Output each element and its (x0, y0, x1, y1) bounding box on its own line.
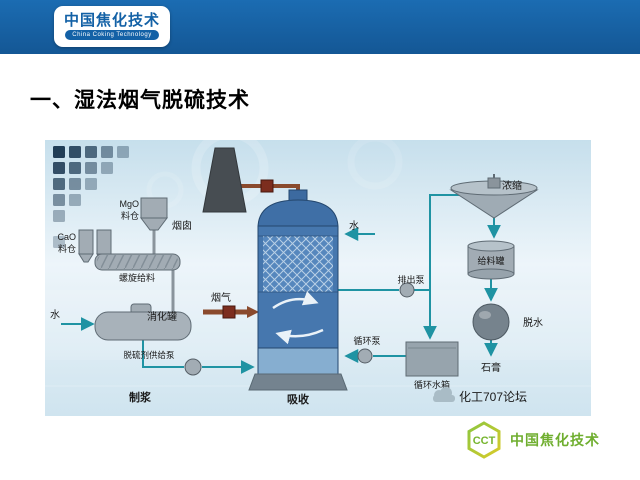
cct-badge-text: CCT (473, 435, 496, 447)
label-cao: CaO (57, 232, 76, 242)
cloud-icon (433, 387, 455, 402)
gas-swirl-arrow (272, 291, 319, 310)
watermark-text: 化工707论坛 (459, 390, 527, 404)
footer-brand-text: 中国焦化技术 (510, 432, 600, 448)
label-mgo: MgO (119, 199, 139, 209)
label-screw-feeder: 螺旋给料 (119, 272, 155, 283)
footer-brand: CCT 中国焦化技术 (464, 420, 600, 460)
cct-hexagon-icon: CCT (467, 421, 501, 459)
label-absorption-section: 吸收 (287, 392, 309, 406)
label-feed-tank: 给料罐 (477, 255, 504, 266)
process-diagram: 烟囱 MgO 料仓 CaO 料仓 螺旋给料 水 消化罐 脱硫剂供给泵 制浆 烟气… (45, 140, 591, 416)
absorber-tower (248, 189, 348, 391)
logo-chinese-text: 中国焦化技术 (63, 11, 160, 29)
discharge-pump (399, 282, 415, 298)
company-logo: 中国焦化技术 China Coking Technology (54, 6, 170, 47)
label-cao-silo: 料仓 (58, 243, 76, 254)
label-water-right: 水 (349, 220, 359, 232)
screw-feeder (94, 253, 181, 271)
flue-valve-inlet (222, 305, 236, 319)
digestion-tank (94, 303, 192, 341)
chimney (202, 147, 247, 213)
label-digestion-tank: 消化罐 (147, 310, 177, 323)
feed-stems (152, 230, 175, 312)
feed-tank (467, 240, 515, 280)
flue-gas-pipes (203, 179, 300, 319)
label-mgo-silo: 料仓 (121, 210, 139, 221)
label-chimney: 烟囱 (172, 219, 192, 232)
label-discharge-pump: 排出泵 (397, 274, 424, 285)
flue-valve-top (260, 179, 274, 193)
slide-title: 一、湿法烟气脱硫技术 (30, 89, 250, 112)
tower-base (248, 373, 348, 391)
header-bar: 中国焦化技术 China Coking Technology (0, 0, 640, 54)
label-flue-gas: 烟气 (211, 291, 231, 304)
gas-swirl-arrow (275, 328, 324, 345)
label-supply-pump: 脱硫剂供给泵 (123, 350, 175, 360)
label-dewatering: 脱水 (523, 316, 543, 329)
tower-sump (257, 347, 339, 375)
label-circulation-pump: 循环泵 (353, 335, 380, 346)
label-thickener: 浓缩 (502, 179, 522, 192)
mgo-silo (140, 197, 168, 231)
diagram-canvas: 烟囱 MgO 料仓 CaO 料仓 螺旋给料 水 消化罐 脱硫剂供给泵 制浆 烟气… (45, 140, 591, 416)
thickener (449, 174, 539, 219)
label-water-left: 水 (50, 309, 60, 321)
label-slurry-section: 制浆 (129, 390, 152, 404)
watermark: 化工707论坛 (433, 387, 527, 404)
circulation-water-tank (405, 341, 459, 377)
logo-english-text: China Coking Technology (65, 29, 159, 41)
supply-pump (184, 358, 202, 376)
label-circulation-tank: 循环水箱 (414, 379, 450, 390)
dewatering-unit (472, 303, 510, 341)
circulation-pump (357, 348, 373, 364)
label-gypsum: 石膏 (481, 361, 501, 374)
